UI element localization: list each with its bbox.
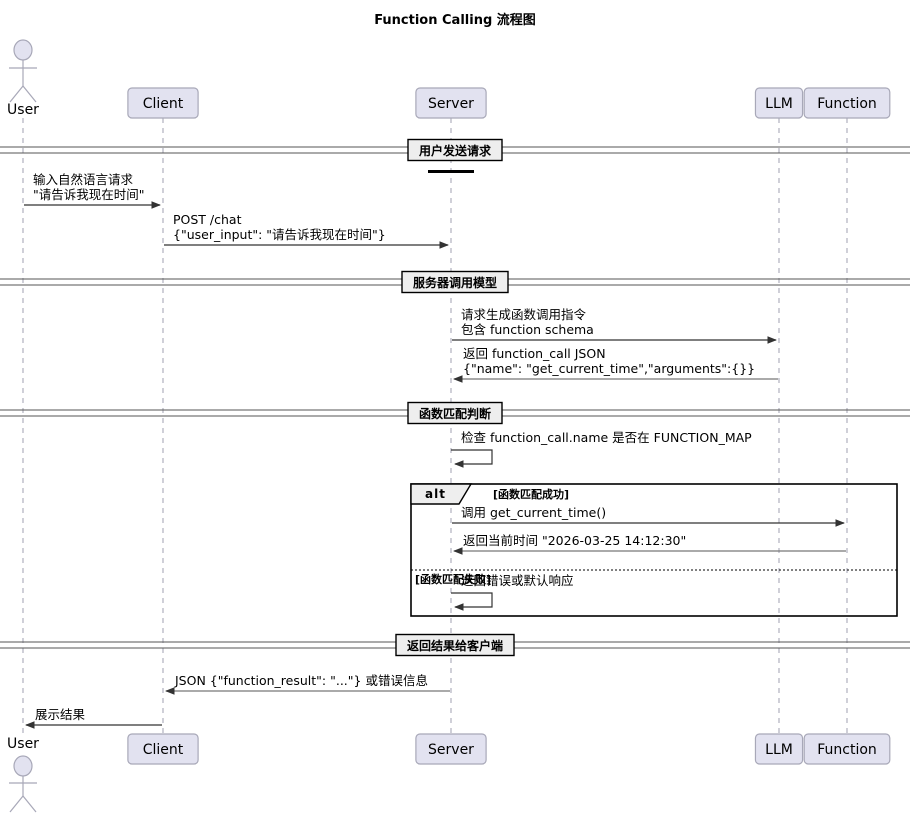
message-label: "请告诉我现在时间" [33,187,145,202]
participant-label-function: Function [817,96,877,112]
message-m9[interactable]: JSON {"function_result": "..."} 或错误信息 [165,673,450,695]
divider-box [395,633,515,657]
divider-box [401,270,509,294]
section-divider: 函数匹配判断 [0,401,910,425]
message-m7[interactable]: 返回当前时间 "2026-03-25 14:12:30" [453,533,846,555]
actor-head-icon [13,755,33,777]
divider-box [407,138,503,162]
participant-server-bottom[interactable]: Server [415,733,487,765]
fragment-operator-tab [410,483,473,505]
actor-label-user: User [7,102,39,118]
actor-label-user: User [7,736,39,752]
message-m2[interactable]: POST /chat{"user_input": "请告诉我现在时间"} [164,212,449,249]
fragment-border [410,483,898,617]
message-label: 返回错误或默认响应 [461,573,574,588]
fragment-operator-label: alt [425,487,446,501]
participant-label-server: Server [428,742,474,758]
participant-user-top[interactable]: User [7,39,39,118]
participant-label-server: Server [428,96,474,112]
participant-box-server[interactable] [415,87,487,119]
message-self-arrow [451,449,493,468]
message-label: 调用 get_current_time() [461,505,606,520]
participant-box-function[interactable] [803,87,891,119]
participant-server-top[interactable]: Server [415,87,487,119]
fragment-alt-frame: alt [函数匹配成功] [函数匹配失败] [410,483,898,617]
fragment-guard-label: [函数匹配成功] [493,487,569,501]
message-m6[interactable]: 调用 get_current_time() [452,505,845,527]
divider-box [407,401,503,425]
participant-box-client[interactable] [127,87,199,119]
actor-leg-left [9,85,24,103]
actor-leg-right [22,795,37,813]
participant-box-function[interactable] [803,733,891,765]
combined-fragments-layer: alt [函数匹配成功] [函数匹配失败] [410,483,898,617]
section-divider: 服务器调用模型 [0,270,910,294]
divider-label: 函数匹配判断 [419,406,491,421]
activation-bar [428,170,474,173]
message-label: POST /chat [173,212,242,227]
participant-function-bottom[interactable]: Function [803,733,891,765]
participant-llm-top[interactable]: LLM [754,87,804,119]
message-self-arrow [451,592,493,611]
message-label: 请求生成函数调用指令 [461,307,587,322]
fragment-guard-label: [函数匹配失败] [415,572,491,586]
participant-label-client: Client [143,96,184,112]
message-label: {"user_input": "请告诉我现在时间"} [173,227,386,242]
participant-label-function: Function [817,742,877,758]
participant-client-top[interactable]: Client [127,87,199,119]
lifelines-layer [22,118,848,734]
message-label: JSON {"function_result": "..."} 或错误信息 [174,673,428,688]
participant-label-client: Client [143,742,184,758]
message-label: {"name": "get_current_time","arguments":… [463,361,755,376]
messages-layer: 输入自然语言请求"请告诉我现在时间"POST /chat{"user_input… [24,170,846,729]
actor-leg-right [22,85,37,103]
message-m4[interactable]: 返回 function_call JSON{"name": "get_curre… [453,346,778,383]
participant-function-top[interactable]: Function [803,87,891,119]
participant-box-server[interactable] [415,733,487,765]
message-label: 返回 function_call JSON [463,346,606,361]
participant-label-llm: LLM [765,96,793,112]
participant-box-llm[interactable] [754,733,804,765]
message-m10[interactable]: 展示结果 [25,707,162,729]
message-m5[interactable]: 检查 function_call.name 是否在 FUNCTION_MAP [451,430,752,468]
participant-user-bottom[interactable]: User [7,736,39,813]
message-label: 输入自然语言请求 [33,172,134,187]
participant-client-bottom[interactable]: Client [127,733,199,765]
participant-box-client[interactable] [127,733,199,765]
divider-label: 服务器调用模型 [413,275,497,290]
section-divider: 用户发送请求 [0,138,910,162]
divider-label: 用户发送请求 [418,143,492,158]
page-title: Function Calling 流程图 [374,12,536,28]
message-label: 返回当前时间 "2026-03-25 14:12:30" [463,533,686,548]
actor-leg-left [9,795,24,813]
participant-box-llm[interactable] [754,87,804,119]
divider-label: 返回结果给客户端 [407,638,503,653]
section-divider: 返回结果给客户端 [0,633,910,657]
participant-label-llm: LLM [765,742,793,758]
actor-head-icon [13,39,33,61]
message-label: 检查 function_call.name 是否在 FUNCTION_MAP [461,430,752,445]
message-m8[interactable]: 返回错误或默认响应 [451,573,574,611]
message-label: 包含 function schema [461,322,594,337]
message-m1[interactable]: 输入自然语言请求"请告诉我现在时间" [24,172,161,209]
participant-llm-bottom[interactable]: LLM [754,733,804,765]
message-label: 展示结果 [35,707,86,722]
